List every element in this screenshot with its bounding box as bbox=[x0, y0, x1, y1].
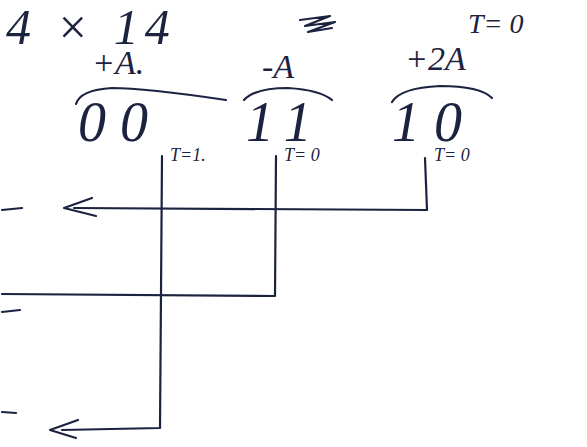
carry-note: T= 0 bbox=[284, 146, 320, 164]
carry-note: T= 0 bbox=[434, 146, 470, 164]
margin-dash bbox=[2, 412, 16, 413]
arrow-head bbox=[50, 420, 78, 438]
bit-pair: 00 bbox=[78, 94, 162, 150]
bit-pair: 11 bbox=[246, 94, 326, 150]
result-line bbox=[62, 156, 162, 430]
multiplication: 4 × 14 bbox=[6, 2, 176, 52]
operation: +A. bbox=[92, 46, 144, 80]
margin-dash bbox=[2, 310, 20, 312]
operation: +2A bbox=[405, 42, 466, 76]
margin-dash bbox=[2, 208, 22, 210]
scribble bbox=[300, 16, 335, 32]
carry-note: T= 0 bbox=[468, 10, 523, 38]
bit-pair: 10 bbox=[392, 94, 476, 150]
result-line bbox=[2, 156, 276, 296]
carry-note: T=1. bbox=[170, 146, 206, 164]
operation: -A bbox=[262, 50, 294, 84]
arrow-head bbox=[64, 198, 96, 216]
result-line bbox=[74, 158, 427, 210]
